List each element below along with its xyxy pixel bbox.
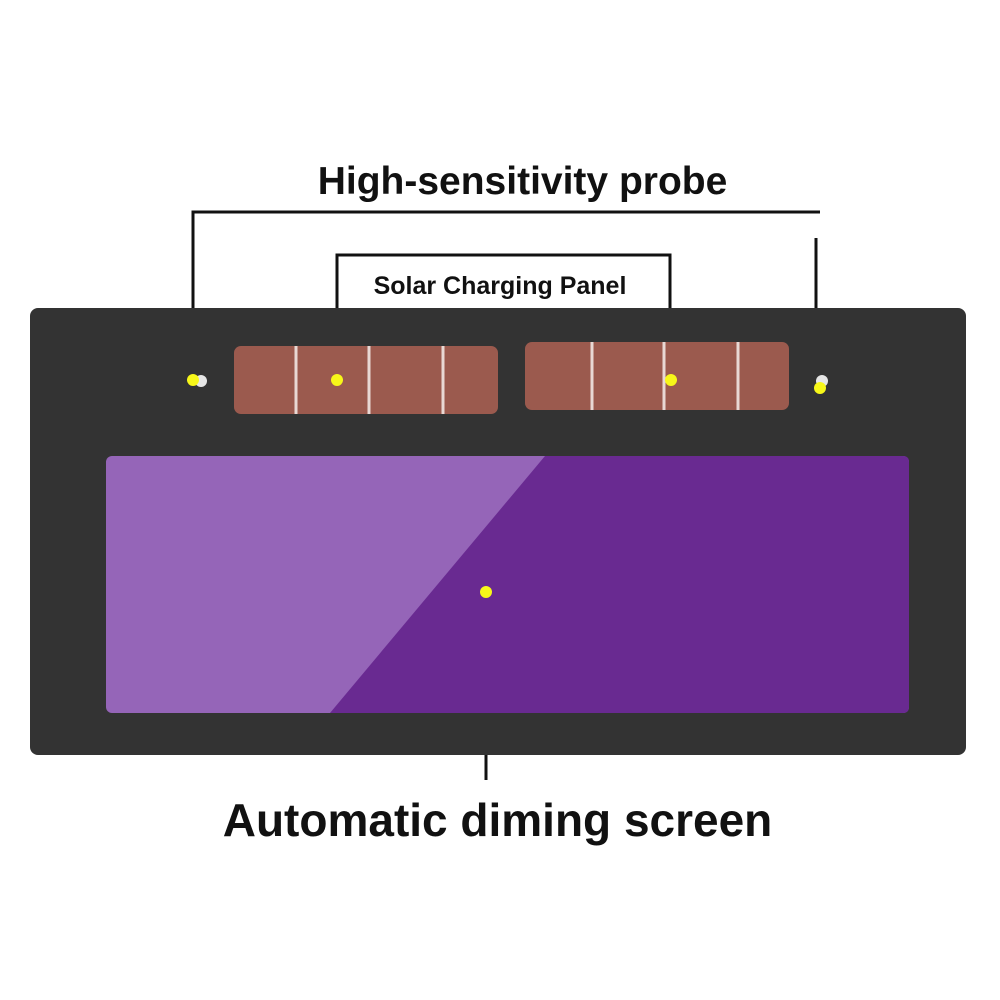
- probe-marker-left: [187, 374, 199, 386]
- dimming-screen-dark-area: [330, 456, 909, 713]
- probe-label: High-sensitivity probe: [317, 160, 728, 203]
- solar-panel-label: Solar Charging Panel: [340, 272, 660, 301]
- screen-marker: [480, 586, 492, 598]
- solar-marker-left: [331, 374, 343, 386]
- solar-panel-left: [234, 346, 498, 414]
- solar-panel-right: [525, 342, 789, 410]
- markers: [187, 374, 826, 598]
- probe-marker-right: [814, 382, 826, 394]
- solar-marker-right: [665, 374, 677, 386]
- screen-label: Automatic diming screen: [222, 794, 773, 846]
